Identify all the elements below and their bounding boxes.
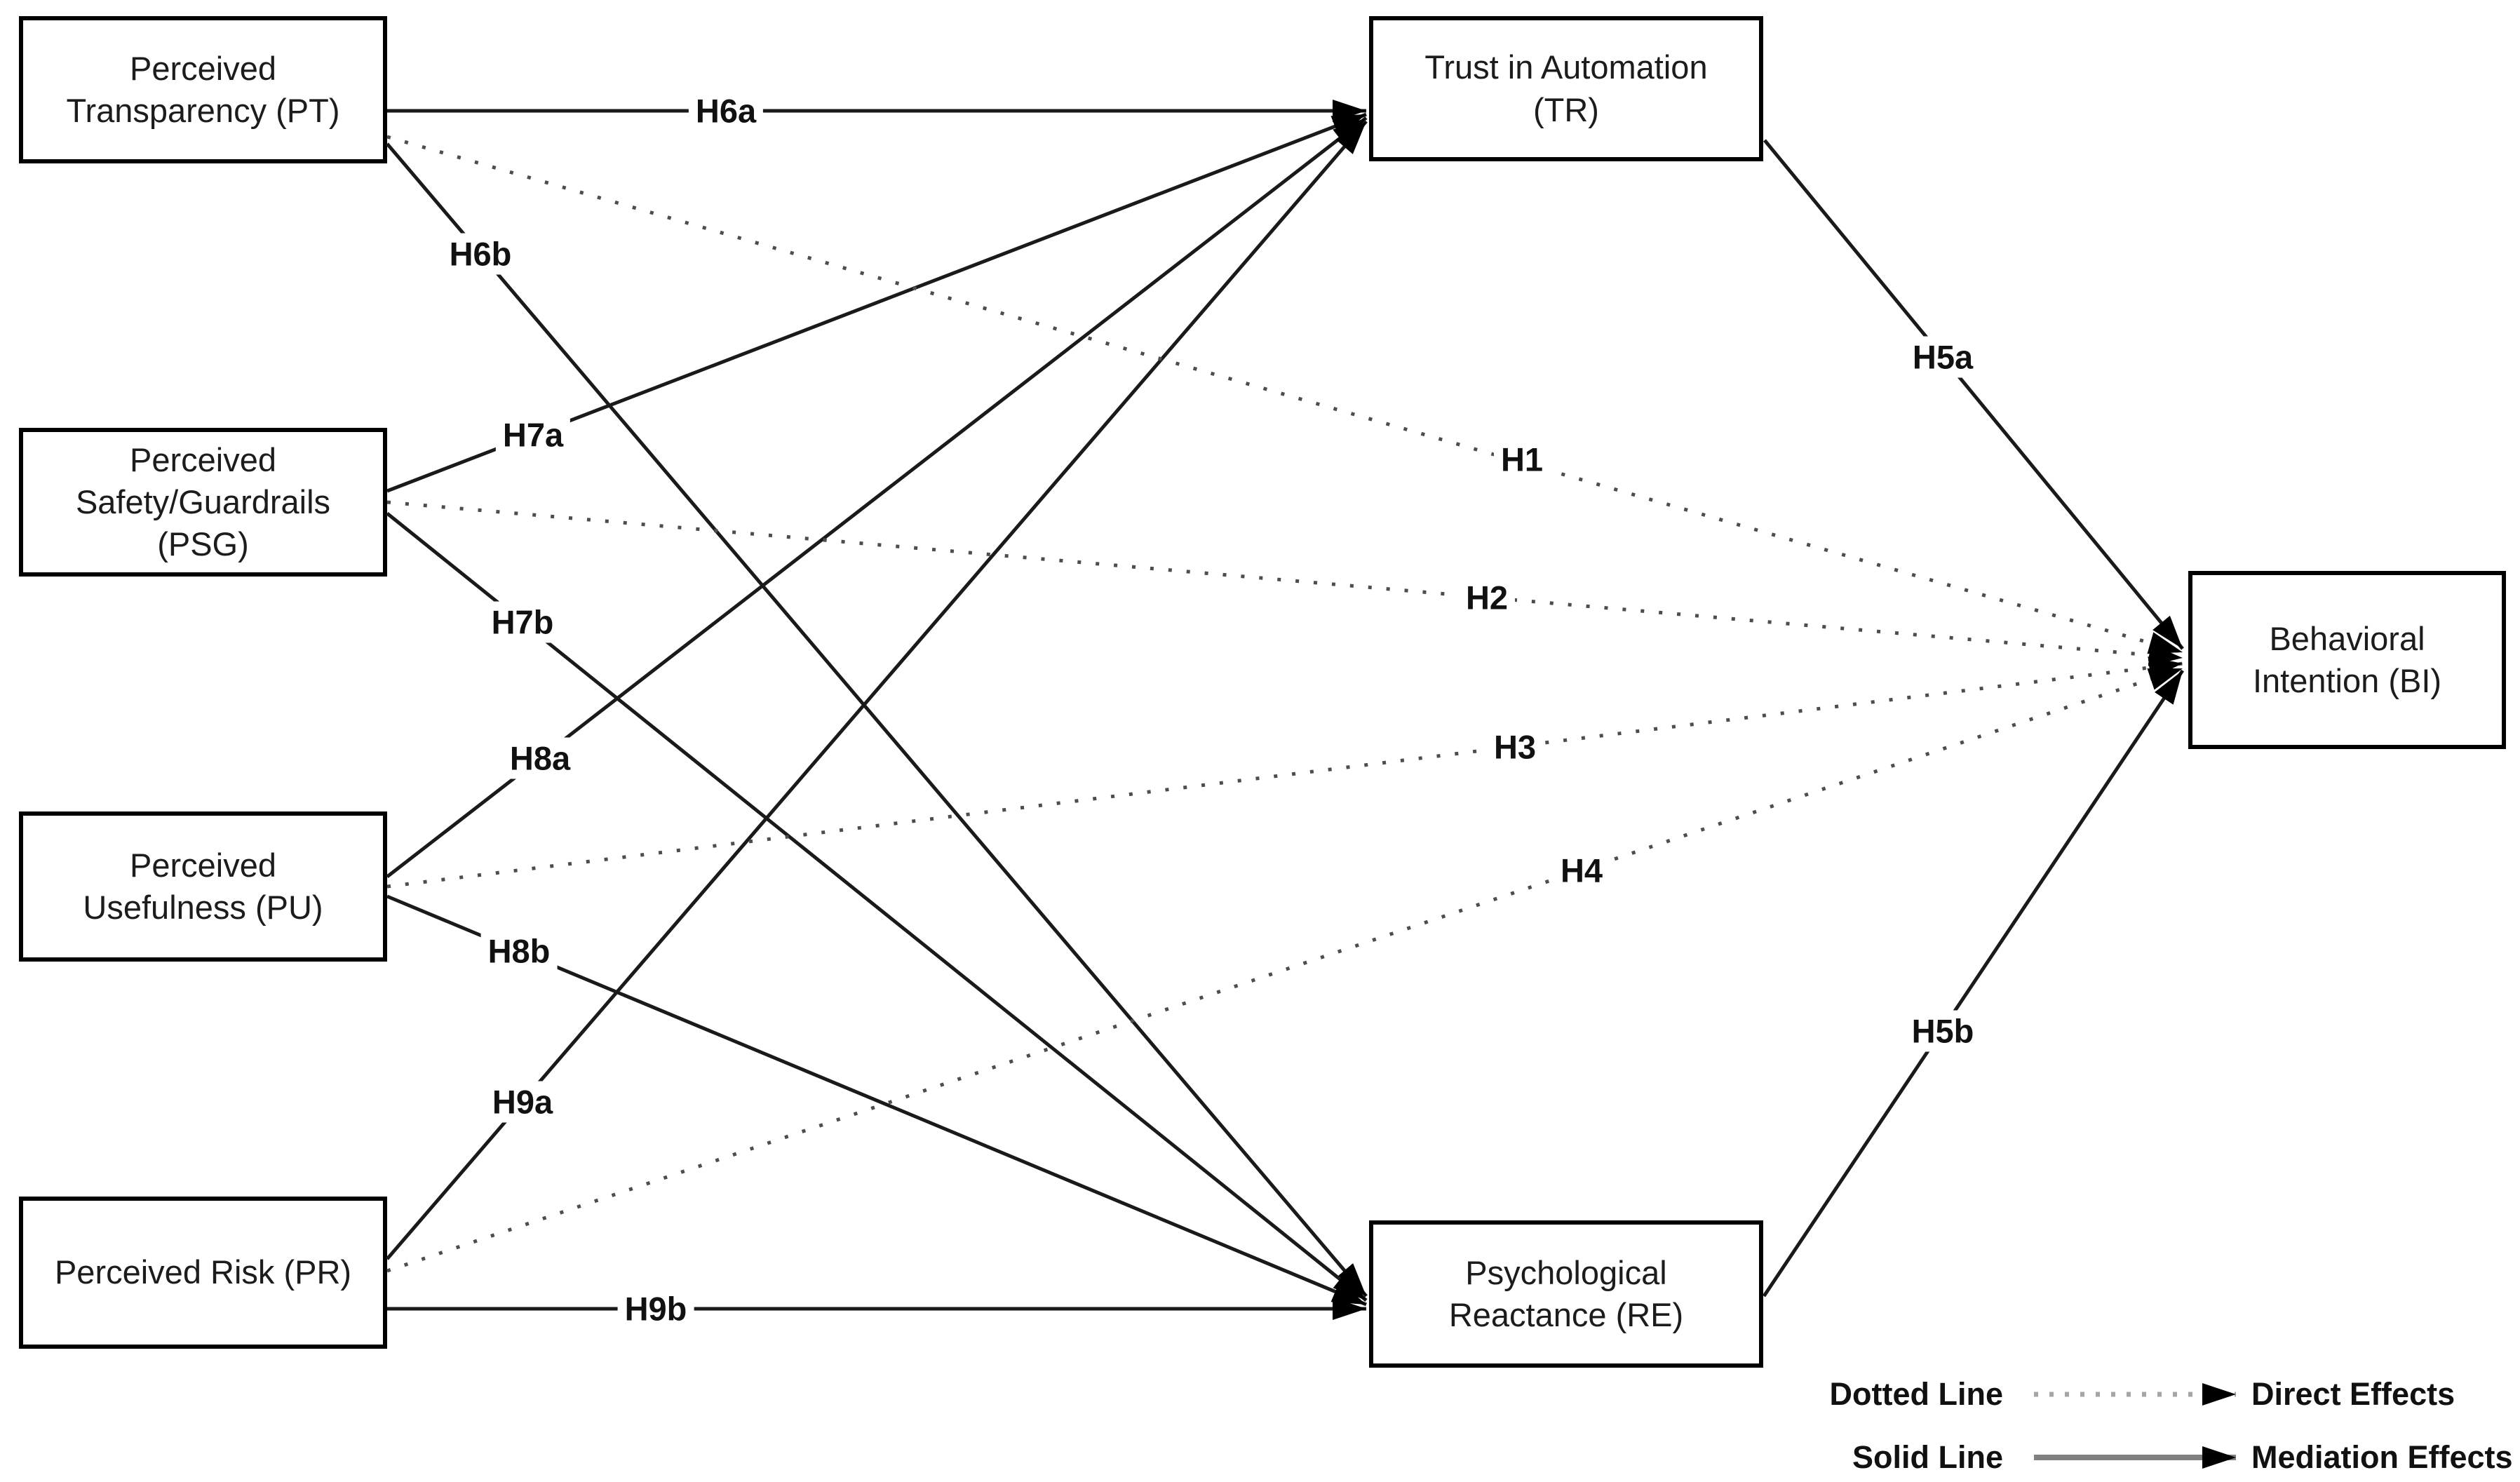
edge-label-h7a: H7a bbox=[495, 414, 571, 456]
edge-label-h8a: H8a bbox=[502, 737, 578, 779]
legend-row-solid: Solid Line Mediation Effects bbox=[1821, 1439, 2513, 1476]
edge-label-h2: H2 bbox=[1458, 577, 1516, 619]
edge-label-h5a: H5a bbox=[1905, 336, 1981, 378]
node-perceived-risk: Perceived Risk (PR) bbox=[19, 1197, 387, 1349]
node-perceived-usefulness-label: Perceived Usefulness (PU) bbox=[83, 846, 323, 926]
edge-label-h6a: H6a bbox=[688, 90, 764, 132]
edge-h1-line bbox=[386, 135, 2183, 654]
node-perceived-safety-guardrails: Perceived Safety/Guardrails (PSG) bbox=[19, 428, 387, 577]
node-trust-in-automation-label: Trust in Automation (TR) bbox=[1424, 48, 1708, 128]
edge-label-h3: H3 bbox=[1486, 726, 1544, 768]
node-perceived-transparency-label: Perceived Transparency (PT) bbox=[66, 49, 340, 129]
node-perceived-safety-guardrails-label: Perceived Safety/Guardrails (PSG) bbox=[75, 440, 331, 563]
edge-label-h8b: H8b bbox=[480, 930, 558, 972]
edge-h5b-line bbox=[1762, 669, 2185, 1298]
node-psychological-reactance: Psychological Reactance (RE) bbox=[1369, 1220, 1763, 1368]
edge-h4-line bbox=[386, 666, 2183, 1273]
edge-label-h6b: H6b bbox=[442, 233, 519, 275]
legend-solid-line-sample bbox=[2034, 1446, 2236, 1469]
legend-dotted-meaning: Direct Effects bbox=[2251, 1376, 2455, 1412]
node-perceived-transparency: Perceived Transparency (PT) bbox=[19, 16, 387, 163]
edge-label-h7b: H7b bbox=[484, 601, 561, 643]
node-perceived-risk-label: Perceived Risk (PR) bbox=[54, 1253, 352, 1291]
node-behavioral-intention-label: Behavioral Intention (BI) bbox=[2252, 619, 2442, 699]
node-psychological-reactance-label: Psychological Reactance (RE) bbox=[1448, 1253, 1684, 1333]
node-perceived-usefulness: Perceived Usefulness (PU) bbox=[19, 811, 387, 962]
legend-solid-label: Solid Line bbox=[1852, 1439, 2003, 1475]
legend-dotted-label: Dotted Line bbox=[1829, 1376, 2003, 1412]
edge-h3-line bbox=[386, 656, 2183, 889]
legend-row-dotted: Dotted Line Direct Effects bbox=[1821, 1376, 2455, 1413]
node-trust-in-automation: Trust in Automation (TR) bbox=[1369, 16, 1763, 161]
edge-label-h9a: H9a bbox=[485, 1081, 560, 1123]
edge-h6b-line bbox=[386, 142, 1368, 1298]
edge-label-h4: H4 bbox=[1553, 849, 1610, 891]
edge-h2-line bbox=[386, 500, 2183, 666]
edge-label-h9b: H9b bbox=[617, 1288, 694, 1330]
edge-h5a-line bbox=[1763, 139, 2184, 650]
legend-dotted-line-sample bbox=[2034, 1383, 2236, 1406]
legend-solid-meaning: Mediation Effects bbox=[2251, 1439, 2513, 1475]
node-behavioral-intention: Behavioral Intention (BI) bbox=[2188, 571, 2506, 749]
edge-label-h5b: H5b bbox=[1904, 1010, 1981, 1052]
edge-label-h1: H1 bbox=[1493, 438, 1551, 480]
